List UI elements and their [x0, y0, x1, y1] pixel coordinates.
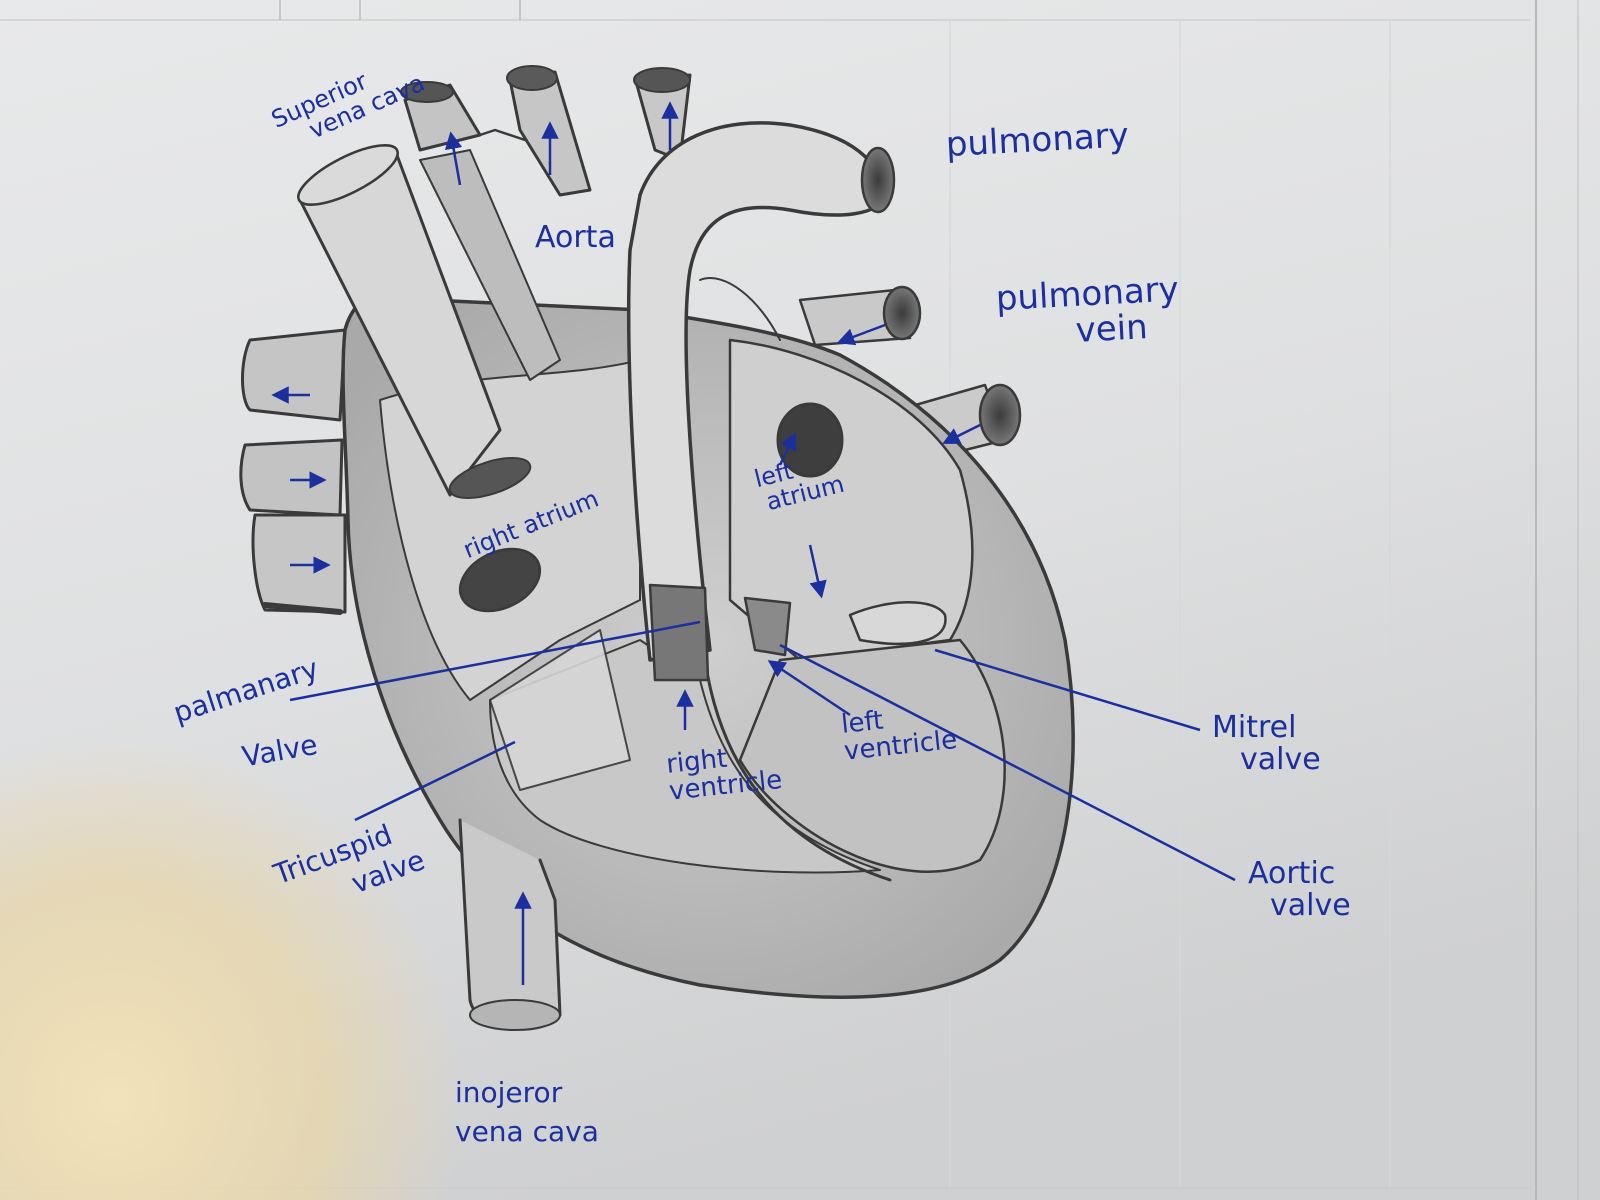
tricuspid-valve-leader	[354, 740, 516, 822]
leader-lines	[289, 620, 1236, 882]
heart-drawing	[239, 65, 1075, 1031]
label-aortic-valve-line2: valve	[1270, 887, 1351, 923]
label-right-ventricle: right ventricle	[665, 740, 784, 807]
label-inferior-vena-cava: inojeror vena cava	[455, 1078, 599, 1147]
label-pulmonary-valve: palmanary Valve	[169, 652, 322, 774]
label-mitral-valve: Mitrel valve	[1212, 712, 1321, 775]
aortic-valve-shape	[743, 596, 792, 657]
label-pulmonary-valve-line2: Valve	[239, 728, 320, 774]
svc-opening	[448, 456, 532, 500]
flow-arrows	[271, 101, 981, 985]
label-inferior-vena-cava-line2: vena cava	[455, 1115, 599, 1149]
ivc-opening	[458, 547, 542, 613]
pulmonary-vein-opening	[776, 402, 844, 478]
septum	[703, 658, 892, 882]
aorta	[626, 121, 887, 662]
label-aortic-valve-line1: Aortic	[1248, 856, 1336, 891]
mitral-valve-leader	[934, 648, 1201, 732]
label-mitral-valve-line1: Mitrel	[1212, 710, 1297, 745]
aortic-valve-leader	[779, 643, 1236, 882]
label-mitral-valve-line2: valve	[1240, 741, 1321, 777]
left-vessel-stubs	[239, 328, 347, 615]
label-left-ventricle: left ventricle	[840, 700, 959, 767]
sunlight-patch	[0, 540, 632, 1200]
label-aorta: Aorta	[535, 220, 616, 255]
label-pulmonary-vein: pulmonary vein	[995, 269, 1181, 353]
pulmonary-vein-upper	[798, 285, 922, 347]
label-aortic-valve: Aortic valve	[1248, 858, 1351, 921]
left-ventricle-leader	[767, 660, 851, 717]
label-pulmonary-vein-line2: vein	[1074, 306, 1149, 351]
left-ventricle-region	[738, 638, 1006, 873]
pulmonary-valve-shape	[648, 583, 710, 682]
label-inferior-vena-cava-line1: inojeror	[455, 1076, 563, 1109]
mitral-valve-shape	[848, 601, 947, 646]
pulmonary-valve-leader	[289, 620, 701, 702]
